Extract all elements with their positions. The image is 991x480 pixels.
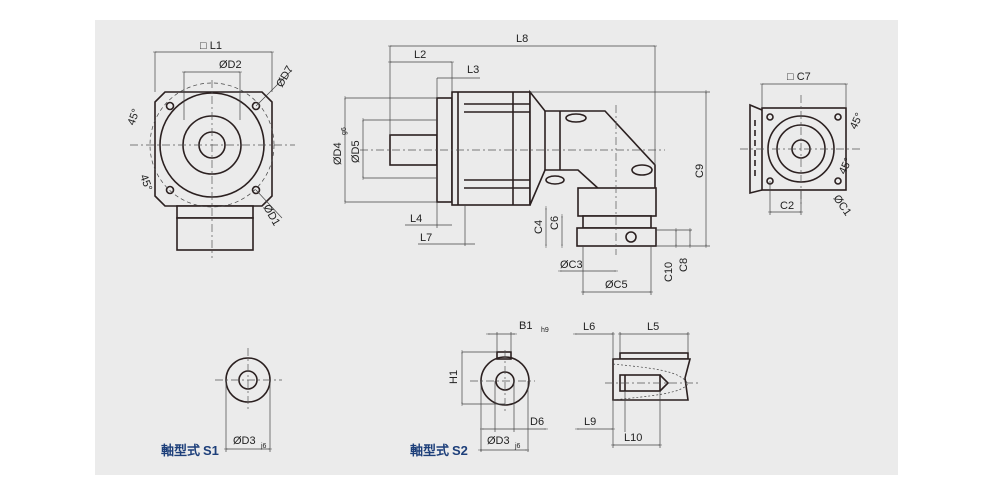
dim-s1-d3: ØD3 bbox=[233, 435, 256, 447]
dim-l1: □ L1 bbox=[200, 40, 222, 52]
dim-d2: ØD2 bbox=[219, 59, 242, 71]
dim-d5: ØD5 bbox=[350, 140, 362, 163]
caption-s2-prefix: 軸型式 bbox=[410, 443, 449, 458]
dim-d1: ØD1 bbox=[260, 203, 282, 229]
dim-s2-d3: ØD3 bbox=[487, 435, 510, 447]
dim-c8: C8 bbox=[678, 258, 690, 272]
dim-d7: ØD7 bbox=[274, 64, 296, 90]
angle-top-output: 45° bbox=[848, 111, 866, 131]
shaft-s2-view bbox=[461, 332, 549, 452]
dim-l3: L3 bbox=[467, 64, 479, 76]
dim-c4: C4 bbox=[533, 220, 545, 234]
dim-c5: ØC5 bbox=[605, 279, 628, 291]
dim-d4-label: ØD4 bbox=[332, 142, 344, 165]
dim-d6: D6 bbox=[530, 416, 544, 428]
output-view bbox=[740, 83, 860, 215]
dim-l9: L9 bbox=[584, 416, 596, 428]
caption-s1-prefix: 軸型式 bbox=[161, 443, 200, 458]
dim-h1: H1 bbox=[448, 370, 460, 384]
dim-l7: L7 bbox=[420, 232, 432, 244]
dim-l5: L5 bbox=[647, 321, 659, 333]
dim-b1-tolerance: h9 bbox=[541, 327, 549, 334]
side-view bbox=[344, 45, 710, 295]
dim-l6: L6 bbox=[583, 321, 595, 333]
dim-c3: ØC3 bbox=[560, 259, 583, 271]
dim-c6: C6 bbox=[549, 216, 561, 230]
dim-l4: L4 bbox=[410, 213, 422, 225]
dim-d4-tolerance: g6 bbox=[341, 127, 348, 135]
dim-c9: C9 bbox=[694, 164, 706, 178]
dim-c7: □ C7 bbox=[787, 71, 811, 83]
dim-b1: B1 bbox=[519, 320, 532, 332]
dim-l8: L8 bbox=[516, 33, 528, 45]
angle-top-front: 45° bbox=[126, 107, 143, 127]
dim-l2: L2 bbox=[414, 49, 426, 61]
front-view bbox=[130, 51, 295, 258]
dim-d4: ØD4 g6 bbox=[332, 127, 348, 165]
angle-bottom-front: 45° bbox=[137, 173, 154, 193]
shaft-s2-section bbox=[572, 332, 698, 448]
caption-s1-code: S1 bbox=[203, 443, 219, 458]
caption-s2-code: S2 bbox=[452, 443, 468, 458]
dim-c10: C10 bbox=[663, 262, 675, 282]
dim-c2: C2 bbox=[780, 200, 794, 212]
shaft-s1-view bbox=[215, 348, 282, 452]
dim-s2-d3-tolerance: j6 bbox=[514, 443, 521, 450]
dim-s1-d3-tolerance: j6 bbox=[260, 443, 267, 450]
dim-l10: L10 bbox=[624, 432, 642, 444]
dim-c1: ØC1 bbox=[831, 193, 854, 218]
